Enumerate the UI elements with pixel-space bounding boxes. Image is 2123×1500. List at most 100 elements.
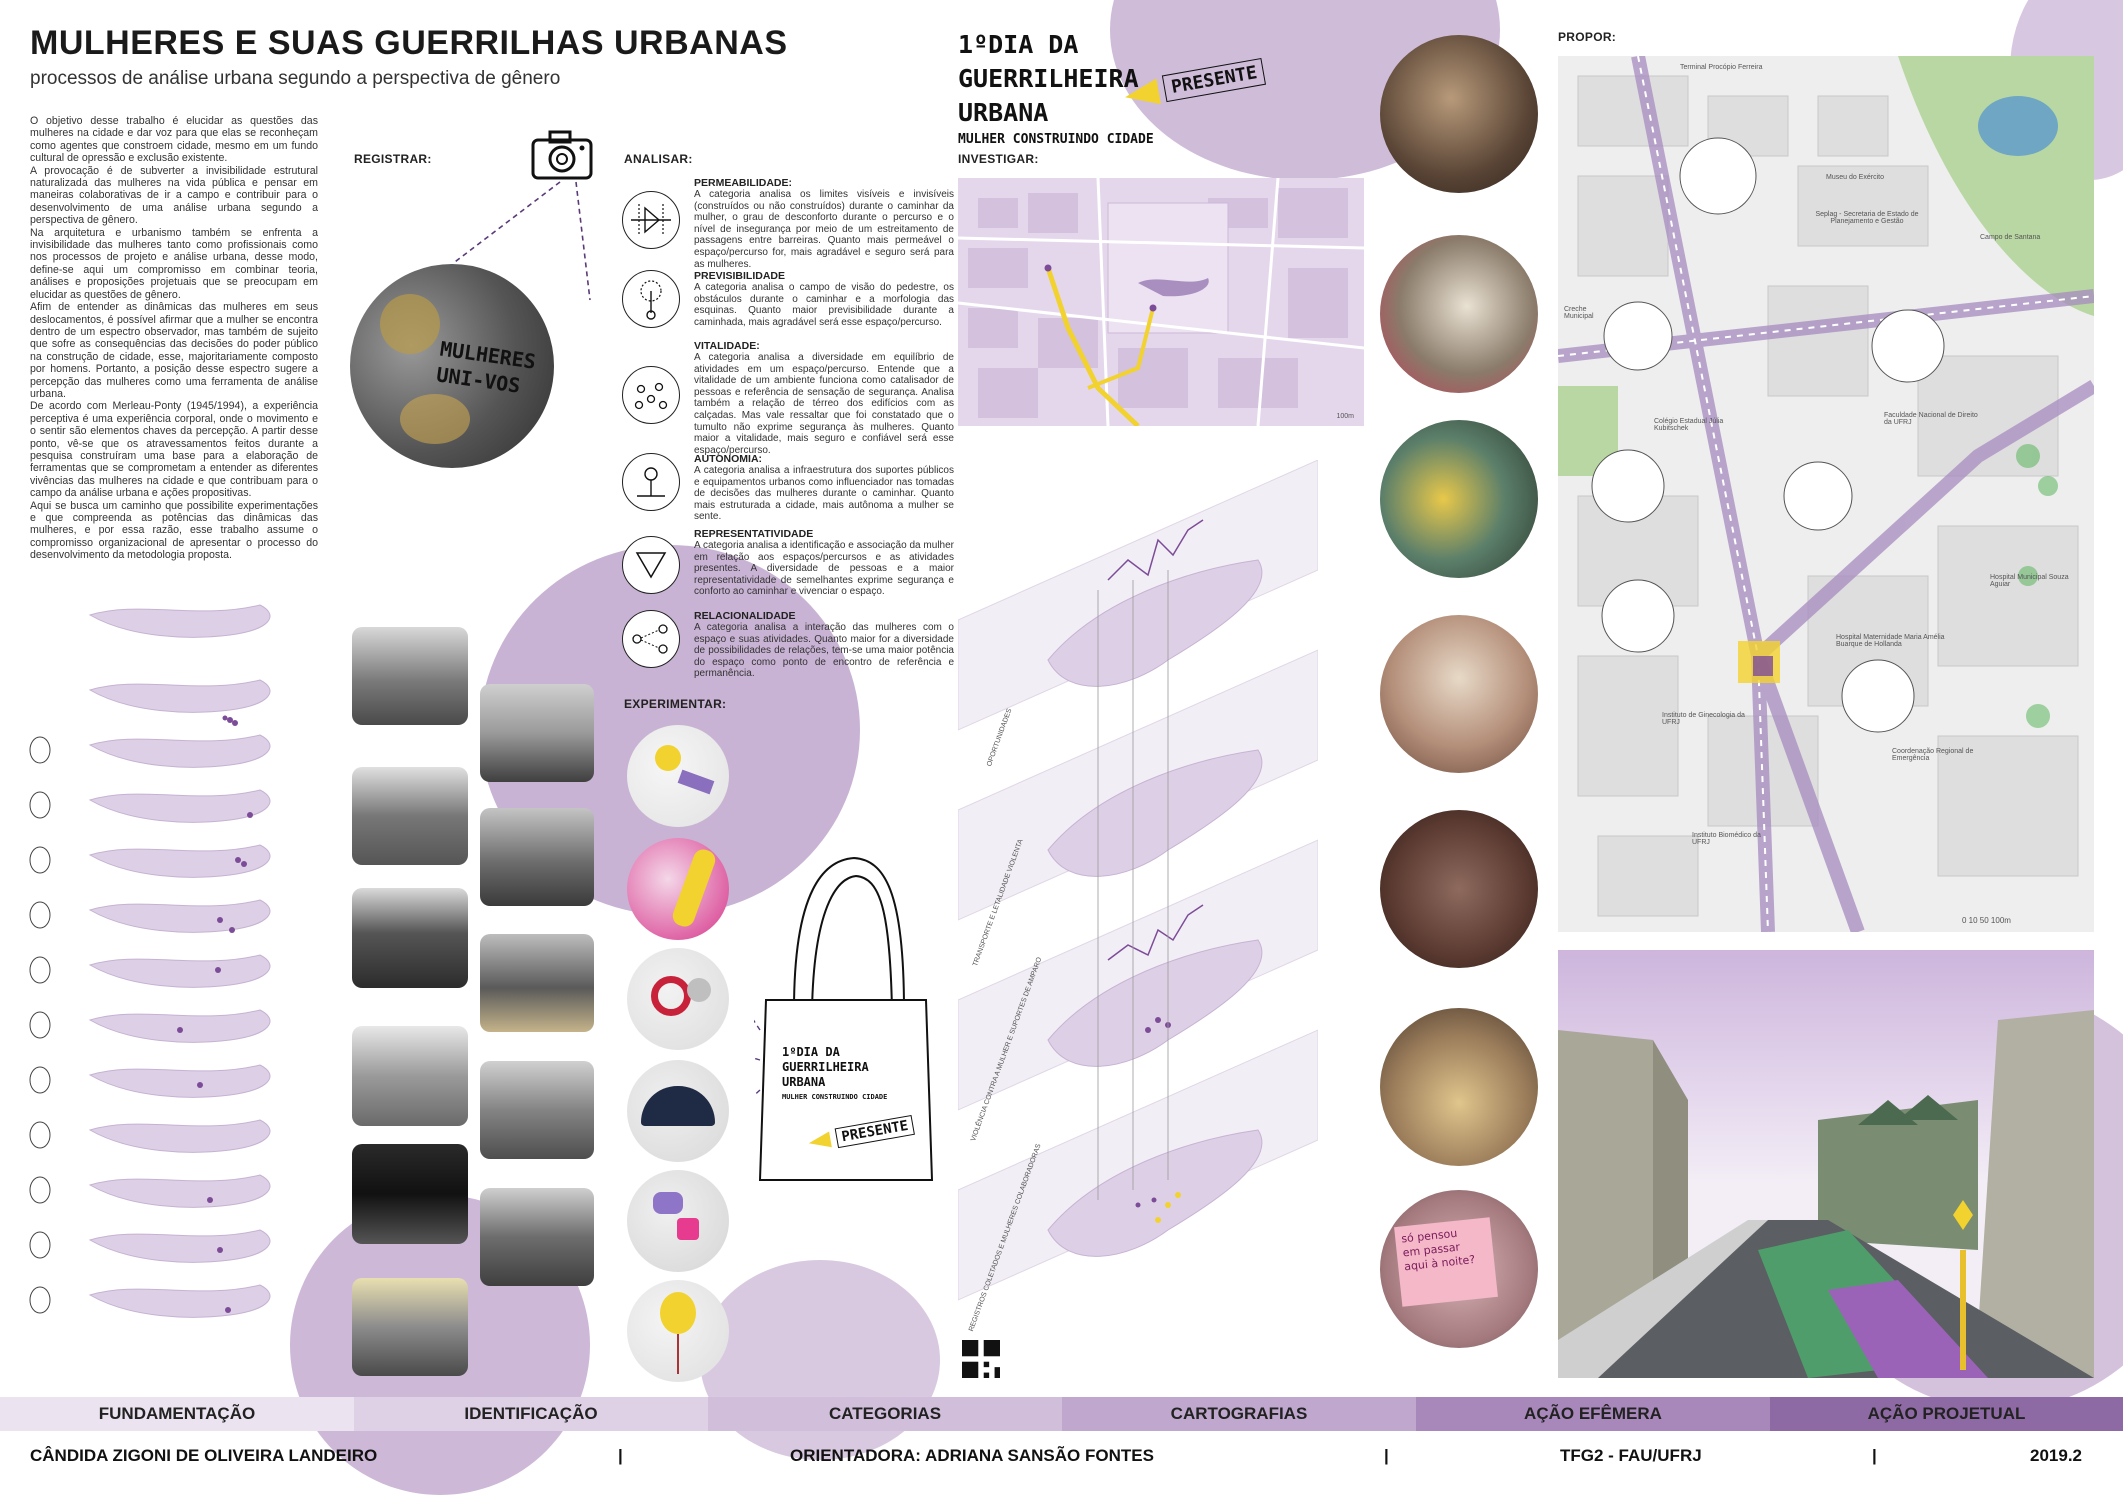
author-name: CÂNDIDA ZIGONI DE OLIVEIRA LANDEIRO	[30, 1446, 378, 1465]
street-photo	[352, 1278, 468, 1376]
place-label: Instituto Biomédico da UFRJ	[1692, 832, 1761, 846]
action-photo	[1380, 420, 1538, 578]
tote-bag-illustration	[754, 856, 934, 1181]
category-text: A categoria analisa os limites visíveis …	[694, 189, 954, 270]
intro-paragraph: A provocação é de subverter a invisibili…	[30, 164, 318, 227]
section-analisar: ANALISAR:	[624, 152, 693, 166]
street-photo	[352, 1144, 468, 1244]
category-title: AUTONOMIA:	[694, 453, 763, 465]
place-label: Coordenação Regional de Emergência	[1892, 748, 1974, 762]
nav-acao-efemera[interactable]: AÇÃO EFÊMERA	[1416, 1397, 1770, 1431]
nav-label: CARTOGRAFIAS	[1170, 1404, 1308, 1423]
handwritten-note-photo: só pensou em passar aqui à noite?	[1380, 1190, 1538, 1348]
section-registrar: REGISTRAR:	[354, 152, 432, 166]
place-label: Terminal Procópio Ferreira	[1680, 64, 1763, 71]
event-logo-line: 1ºDIA DA	[958, 30, 1079, 59]
page-title: MULHERES E SUAS GUERRILHAS URBANAS	[30, 24, 788, 62]
place-label: Creche Municipal	[1564, 306, 1594, 320]
permeability-icon	[622, 191, 680, 249]
nav-label: IDENTIFICAÇÃO	[464, 1404, 598, 1423]
tote-logo-line: GUERRILHEIRA	[782, 1060, 869, 1074]
nav-label: AÇÃO EFÊMERA	[1524, 1404, 1662, 1423]
place-label: Faculdade Nacional de Direito da UFRJ	[1884, 412, 1978, 426]
category-text: A categoria analisa a interação das mulh…	[694, 622, 954, 680]
nav-fundamentacao[interactable]: FUNDAMENTAÇÃO	[0, 1397, 354, 1431]
section-experimentar: EXPERIMENTAR:	[624, 697, 727, 711]
street-photo	[480, 808, 594, 906]
category-text: A categoria analisa a diversidade em equ…	[694, 352, 954, 456]
tote-logo-line: URBANA	[782, 1075, 826, 1089]
street-render	[1558, 950, 2094, 1378]
proposal-site-plan: Terminal Procópio Ferreira Museu do Exér…	[1558, 56, 2094, 932]
intro-paragraph: Aqui se busca um caminho que possibilite…	[30, 499, 318, 562]
kit-photo	[627, 1170, 729, 1272]
investigation-map: 100m	[958, 178, 1364, 426]
category-autonomia: AUTONOMIA: A categoria analisa a infraes…	[622, 453, 954, 523]
nav-label: AÇÃO PROJETUAL	[1867, 1404, 2026, 1423]
scale-bar-label: 0 10 50 100m	[1962, 916, 2011, 925]
action-photo	[1380, 1008, 1538, 1166]
women-map-column	[20, 590, 340, 1370]
footer: CÂNDIDA ZIGONI DE OLIVEIRA LANDEIRO | OR…	[0, 1440, 2123, 1472]
place-label: Colégio Estadual Júlia Kubitschek	[1654, 418, 1724, 432]
category-title: REPRESENTATIVIDADE	[694, 528, 814, 540]
footer-separator: |	[618, 1446, 623, 1465]
kit-photo	[627, 1060, 729, 1162]
advisor-name: ORIENTADORA: ADRIANA SANSÃO FONTES	[790, 1446, 1154, 1465]
tote-logo-text: 1ºDIA DA GUERRILHEIRA URBANA MULHER CONS…	[782, 1045, 887, 1105]
footer-separator: |	[1384, 1446, 1389, 1465]
megaphone-icon	[807, 1131, 832, 1151]
intro-paragraph: De acordo com Merleau-Ponty (1945/1994),…	[30, 400, 318, 500]
category-text: A categoria analisa a identificação e as…	[694, 540, 954, 598]
place-label: Campo de Santana	[1980, 234, 2041, 241]
action-photo	[1380, 235, 1538, 393]
place-label: Museu do Exército	[1826, 174, 1884, 181]
year: 2019.2	[2030, 1446, 2082, 1465]
kit-photo	[627, 1280, 729, 1382]
category-previsibilidade: PREVISIBILIDADE A categoria analisa o ca…	[622, 270, 954, 328]
event-logo-tagline: MULHER CONSTRUINDO CIDADE	[958, 132, 1154, 147]
predictability-icon	[622, 270, 680, 328]
event-logo-line: URBANA	[958, 98, 1049, 127]
page-subtitle: processos de análise urbana segundo a pe…	[30, 68, 561, 89]
street-photo	[352, 888, 468, 988]
street-photo	[352, 767, 468, 865]
footer-separator: |	[1872, 1446, 1877, 1465]
camera-icon	[531, 130, 593, 180]
tote-logo-line: 1ºDIA DA	[782, 1045, 840, 1059]
action-photo	[1380, 810, 1538, 968]
cartography-layers	[957, 459, 1319, 1330]
nav-label: CATEGORIAS	[828, 1404, 942, 1423]
kit-photo	[627, 838, 729, 940]
section-nav: FUNDAMENTAÇÃO IDENTIFICAÇÃO CATEGORIAS C…	[0, 1397, 2123, 1431]
course-name: TFG2 - FAU/UFRJ	[1560, 1446, 1702, 1465]
intro-text: O objetivo desse trabalho é elucidar as …	[30, 115, 318, 562]
intro-paragraph: Na arquitetura e urbanismo também se enf…	[30, 226, 318, 301]
vitality-icon	[622, 366, 680, 424]
nav-acao-projetual[interactable]: AÇÃO PROJETUAL	[1770, 1397, 2123, 1431]
representativeness-icon	[622, 536, 680, 594]
event-logo: 1ºDIA DA GUERRILHEIRA URBANA MULHER CONS…	[958, 28, 1154, 150]
section-investigar: INVESTIGAR:	[958, 152, 1039, 166]
category-permeabilidade: PERMEABILIDADE: A categoria analisa os l…	[622, 177, 954, 270]
tote-logo-tagline: MULHER CONSTRUINDO CIDADE	[782, 1093, 888, 1101]
street-photo	[480, 684, 594, 782]
street-photo	[352, 1026, 468, 1126]
place-label: Hospital Municipal Souza Aguiar	[1990, 574, 2069, 588]
relationality-icon	[622, 610, 680, 668]
category-text: A categoria analisa a infraestrutura dos…	[694, 465, 954, 523]
category-title: PREVISIBILIDADE	[694, 270, 786, 282]
place-label: Instituto de Ginecologia da UFRJ	[1662, 712, 1745, 726]
scale-label: 100m	[1336, 413, 1354, 420]
intro-paragraph: Afim de entender as dinâmicas das mulher…	[30, 301, 318, 400]
street-photo	[480, 1061, 594, 1159]
nav-cartografias[interactable]: CARTOGRAFIAS	[1062, 1397, 1416, 1431]
nav-identificacao[interactable]: IDENTIFICAÇÃO	[354, 1397, 708, 1431]
category-representatividade: REPRESENTATIVIDADE A categoria analisa a…	[622, 528, 954, 598]
street-photo	[352, 627, 468, 725]
kit-photo	[627, 725, 729, 827]
intro-paragraph: O objetivo desse trabalho é elucidar as …	[30, 115, 318, 165]
event-logo-line: GUERRILHEIRA	[958, 64, 1139, 93]
nav-categorias[interactable]: CATEGORIAS	[708, 1397, 1062, 1431]
street-photo	[480, 934, 594, 1032]
